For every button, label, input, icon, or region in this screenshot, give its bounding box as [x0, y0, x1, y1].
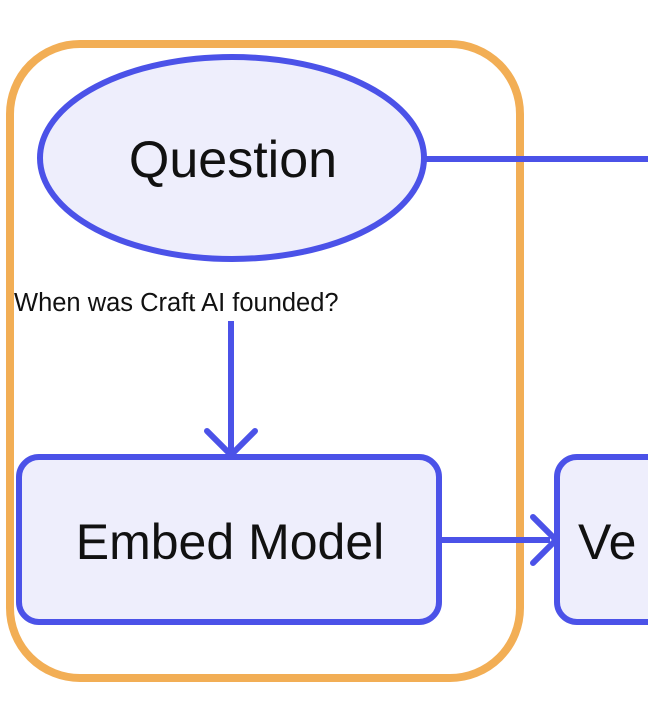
embed-model-node-shape	[16, 454, 442, 625]
question-node-label: Question	[129, 131, 337, 189]
embed-model-node: Embed Model	[16, 454, 442, 625]
question-node-shape	[37, 54, 427, 262]
vector-node-partial: Ve	[554, 454, 648, 625]
vector-node-partial-shape	[554, 454, 648, 625]
query-group-frame	[6, 40, 524, 682]
question-edge-label: When was Craft AI founded?	[14, 289, 339, 317]
question-to-embed-arrow	[204, 321, 258, 458]
embed-to-vector-arrow	[442, 514, 559, 566]
embed-model-node-label: Embed Model	[76, 514, 385, 570]
question-node: Question	[37, 54, 427, 262]
vector-node-partial-label: Ve	[578, 514, 636, 570]
